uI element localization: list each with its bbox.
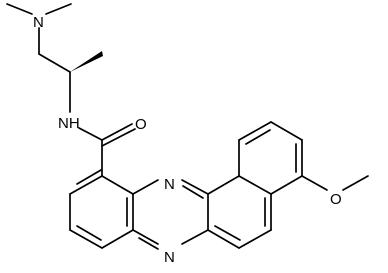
bond: [207, 229, 240, 249]
bond: [76, 225, 102, 241]
bond: [238, 175, 272, 195]
bond: [38, 53, 71, 73]
atom-label-o-carbonyl: O: [135, 116, 147, 133]
bond: [76, 169, 102, 185]
bond: [6, 3, 33, 15]
bond: [270, 121, 303, 141]
bond: [207, 175, 240, 195]
bond: [132, 229, 159, 245]
bond: [101, 175, 134, 195]
bond: [301, 175, 328, 191]
atom-label-n-dimethyl: N: [33, 14, 44, 31]
bond: [181, 179, 209, 195]
bond: [69, 175, 103, 195]
bond: [245, 129, 271, 145]
bond: [78, 127, 103, 141]
bond: [238, 121, 272, 141]
bond: [270, 175, 303, 195]
atom-label-n-amide: NH: [58, 115, 80, 132]
bond: [182, 185, 204, 199]
bond: [69, 229, 103, 249]
bond: [101, 123, 133, 141]
wedge-bond: [70, 51, 103, 72]
bond: [181, 229, 209, 245]
bond: [101, 128, 136, 147]
atom-label-n-ring-top: N: [164, 176, 175, 193]
bond: [101, 229, 134, 249]
atom-label-n-ring-bottom: N: [164, 249, 175, 266]
bond: [342, 175, 369, 191]
bond: [238, 229, 272, 249]
bond: [132, 179, 159, 195]
atom-label-o-methoxy: O: [330, 191, 342, 208]
bond: [138, 237, 159, 250]
bond: [214, 225, 241, 241]
bond: [45, 3, 72, 15]
